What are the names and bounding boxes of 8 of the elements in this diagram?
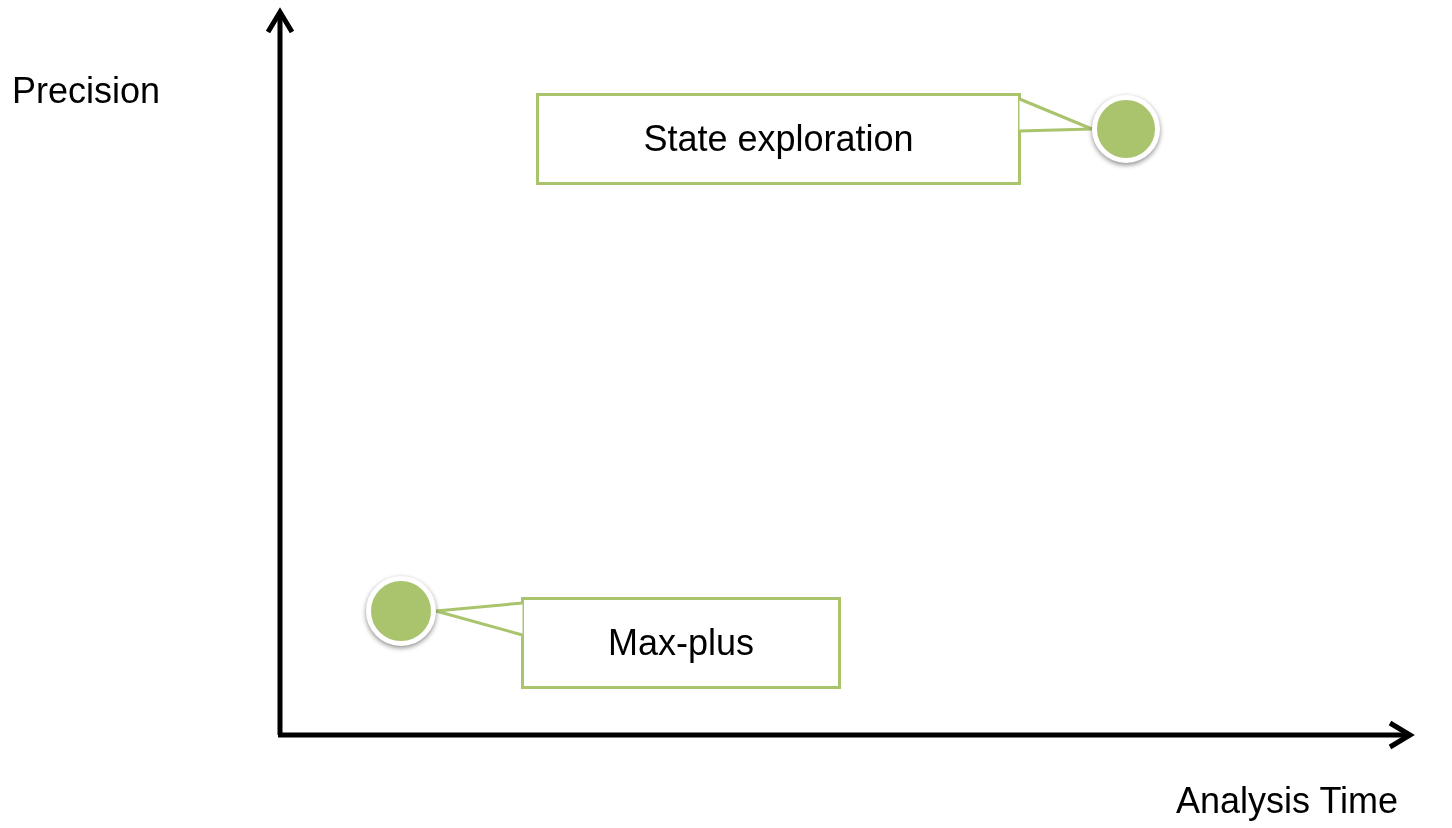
callout-pointer (1018, 97, 1094, 133)
callout-text: State exploration (643, 118, 914, 160)
callout-box (536, 93, 1021, 185)
callout-text: Max-plus (607, 622, 754, 664)
axis-label: Analysis Time (1176, 780, 1399, 822)
callout-box (521, 597, 841, 689)
axis-label: Precision (12, 70, 161, 112)
callout-pointer (434, 601, 524, 637)
